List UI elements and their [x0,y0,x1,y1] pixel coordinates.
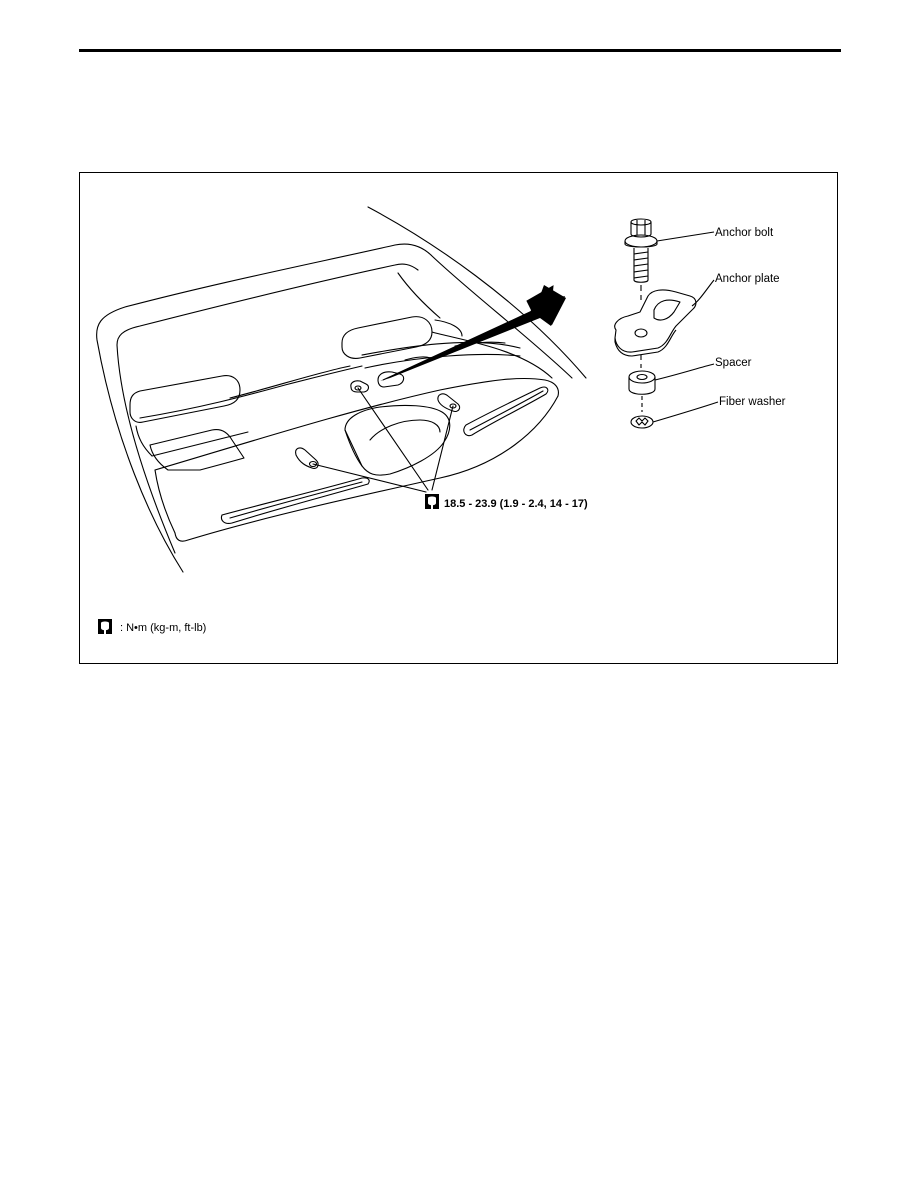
anchor-bolt-part [624,218,658,300]
header-rule [79,49,841,52]
anchor-plate-part [614,289,697,368]
rear-window-outline [96,206,587,573]
reference-arrow [380,285,566,381]
label-spacer: Spacer [715,357,752,369]
label-anchor-plate: Anchor plate [715,273,780,285]
callout-leaders [652,231,719,423]
high-mount-light [344,404,451,476]
label-fiber-washer: Fiber washer [719,396,786,408]
legend-torque-wrench-icon [98,619,112,634]
anchor-point-right [437,393,461,412]
right-speaker-grille [463,386,549,437]
torque-wrench-icon [425,494,439,509]
torque-leader-lines [312,387,454,493]
anchor-point-center [350,371,405,393]
anchor-point-left [295,447,319,469]
parcel-shelf [154,353,559,542]
fiber-washer-part [630,415,654,429]
torque-spec: 18.5 - 23.9 (1.9 - 2.4, 14 - 17) [444,498,588,510]
left-headrest [129,375,241,423]
figure-frame: Anchor bolt Anchor plate Spacer Fiber wa… [79,172,838,664]
left-speaker-grille [220,477,370,524]
legend-units: : N•m (kg-m, ft-lb) [120,622,206,634]
spacer-part [628,370,656,412]
assembly-diagram: Anchor bolt Anchor plate Spacer Fiber wa… [96,206,786,634]
label-anchor-bolt: Anchor bolt [715,227,774,239]
